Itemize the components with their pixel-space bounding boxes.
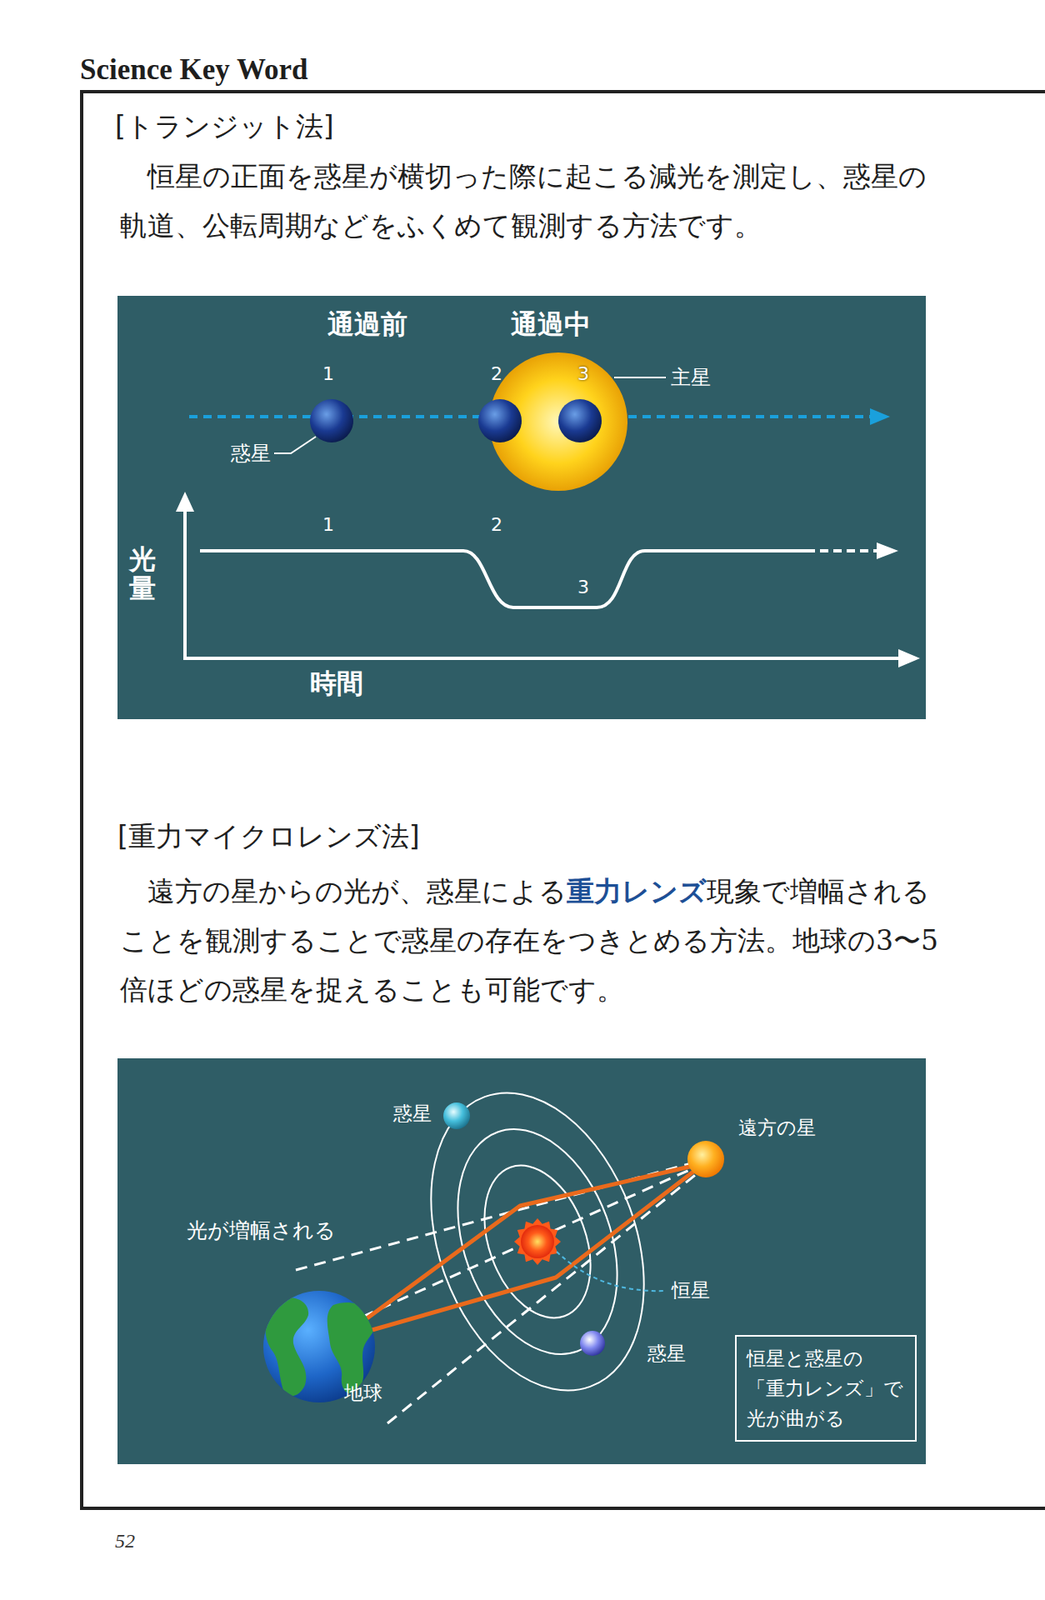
light-curve [806, 549, 877, 553]
planet-symbol [310, 399, 602, 443]
lens-star [514, 1218, 561, 1265]
graph-axis [183, 506, 900, 660]
page-number: 52 [115, 1529, 135, 1554]
page-frame [80, 90, 1045, 94]
earth-globe [265, 1297, 375, 1396]
distant-star [687, 1140, 725, 1178]
earth-globe [327, 1302, 375, 1394]
page-frame [80, 90, 84, 1510]
body-paragraph: 遠方の星からの光が、惑星による重力レンズ現象で増幅される ことを観測することで惑… [120, 866, 973, 1015]
transit-panel [117, 295, 926, 720]
axis-label: 光量 [129, 545, 156, 604]
sight-line [295, 1162, 705, 1424]
axis-arrowhead [175, 491, 195, 512]
lens-star [514, 1218, 561, 1265]
planet-symbol [580, 1330, 605, 1356]
part-label: 惑星 [230, 441, 271, 466]
sight-line [362, 1163, 705, 1317]
microlens-panel [117, 1058, 926, 1465]
callout-number: 3 [577, 576, 590, 599]
orbit-path [870, 408, 890, 425]
planet-symbol [478, 399, 522, 443]
callout-number: 1 [322, 363, 335, 385]
orbit-ring [465, 1150, 610, 1333]
part-label: 惑星 [393, 1102, 432, 1126]
part-label: 主星 [670, 365, 711, 390]
leader-line [556, 1251, 666, 1291]
sight-line [387, 1169, 703, 1424]
callout-number: 2 [490, 363, 503, 385]
page-frame [80, 90, 1045, 1510]
light-curve [200, 550, 807, 608]
phase-label: 通過前 [327, 308, 408, 340]
section-heading: [トランジット法] [115, 110, 335, 144]
axis-arrowhead [898, 649, 920, 668]
planet-symbol [558, 399, 602, 443]
note-text: 恒星と惑星の 「重力レンズ」で 光が曲がる [746, 1343, 905, 1434]
light-ray [351, 1163, 705, 1336]
lens-star [520, 1225, 555, 1259]
planet-symbol [443, 1102, 470, 1130]
part-label: 惑星 [647, 1342, 686, 1366]
microlens-panel [117, 1058, 926, 1465]
axis-label: 時間 [310, 667, 364, 700]
transit-panel [117, 295, 926, 720]
light-ray [350, 1163, 705, 1336]
orbit-ring [392, 1063, 683, 1420]
section-heading: [重力マイクロレンズ法] [117, 820, 420, 854]
graph-axis [183, 656, 900, 660]
leader-line [274, 436, 316, 454]
orbit-ring [392, 1063, 683, 1420]
part-label: 恒星 [671, 1279, 710, 1303]
part-label: 遠方の星 [738, 1116, 816, 1140]
running-header: Science Key Word [80, 52, 309, 88]
curve-arrowhead [876, 542, 899, 560]
earth-globe [265, 1297, 309, 1396]
note-box: 恒星と惑星の 「重力レンズ」で 光が曲がる [735, 1335, 917, 1442]
annotation-label: 光が増幅される [186, 1218, 336, 1244]
graph-axis [183, 506, 187, 660]
callout-number: 3 [577, 363, 590, 385]
keyword-highlight: 重力レンズ [566, 875, 707, 908]
callout-number: 2 [490, 514, 503, 536]
leader-line [614, 376, 666, 379]
light-ray [350, 1163, 705, 1331]
body-paragraph-text: 恒星の正面を惑星が横切った際に起こる減光を測定し、惑星の 軌道、公転周期などをふ… [120, 160, 927, 242]
light-curve [200, 550, 877, 608]
part-label: 地球 [344, 1381, 383, 1405]
page-frame [80, 1506, 1045, 1510]
leader-line [274, 377, 666, 454]
callout-number: 1 [322, 514, 335, 536]
axis-arrowhead [175, 491, 920, 668]
body-paragraph: 恒星の正面を惑星が横切った際に起こる減光を測定し、惑星の 軌道、公転周期などをふ… [120, 151, 973, 250]
body-paragraph-text: 遠方の星からの光が、惑星による [147, 875, 567, 908]
phase-label: 通過中 [510, 308, 591, 340]
planet-symbol [310, 399, 354, 443]
